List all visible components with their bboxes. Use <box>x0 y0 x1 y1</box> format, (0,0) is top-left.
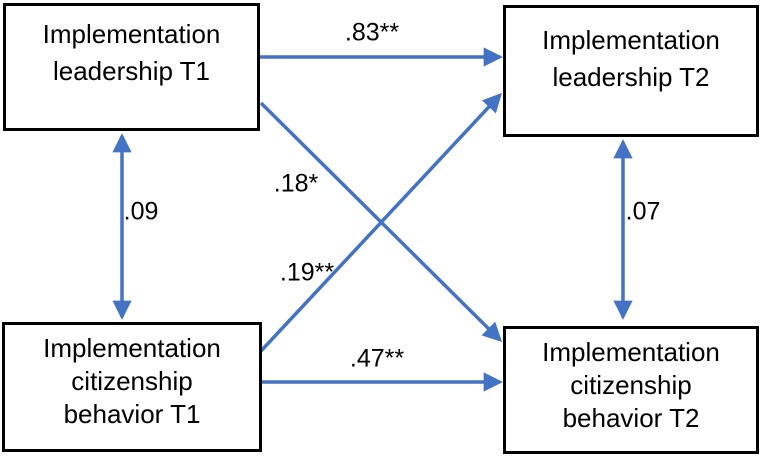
coefficient-label-citizenship-to-leadership: .19** <box>279 258 335 287</box>
coefficient-label-leadership-stability: .83** <box>344 18 400 47</box>
coefficient-label-citizenship-stability: .47** <box>349 344 405 373</box>
coefficient-label-t1-correlation: .09 <box>123 197 159 226</box>
node-implementation-citizenship-behavior-t2: Implementation citizenship behavior T2 <box>503 326 759 454</box>
coefficient-label-leadership-to-citizenship: .18* <box>273 169 319 198</box>
coefficient-label-t2-correlation: .07 <box>625 197 661 226</box>
arrow-citizenship-t1-to-leadership-t2 <box>259 92 502 353</box>
node-implementation-leadership-t2: Implementation leadership T2 <box>503 5 759 137</box>
node-implementation-citizenship-behavior-t1: Implementation citizenship behavior T1 <box>2 322 262 452</box>
node-implementation-leadership-t1: Implementation leadership T1 <box>3 3 260 131</box>
